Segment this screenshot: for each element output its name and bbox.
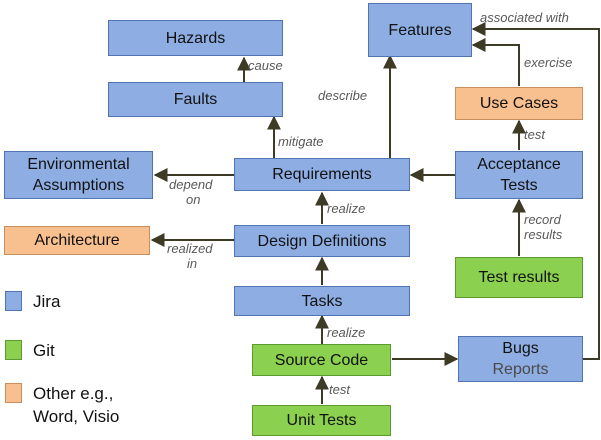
edge-label-depend-line1: depend <box>169 177 213 192</box>
legend-label-other-line1: Other e.g., <box>33 384 114 403</box>
edge-label-cause: cause <box>248 58 283 73</box>
edge-label-record-line2: results <box>524 227 563 242</box>
legend-label-jira: Jira <box>33 292 61 311</box>
node-acceptance-line1: Acceptance <box>477 156 561 173</box>
edge-label-realize-2: realize <box>327 325 366 340</box>
node-faults-label: Faults <box>173 91 218 108</box>
edge-label-associated-with: associated with <box>480 10 569 25</box>
node-bugs-line2: Reports <box>492 361 549 378</box>
node-tasks: Tasks <box>234 286 410 316</box>
node-design-definitions-label: Design Definitions <box>257 232 387 250</box>
edge-label-test-2: test <box>524 127 545 142</box>
node-unit-tests: Unit Tests <box>252 405 391 436</box>
edge-label-test-1: test <box>329 382 350 397</box>
node-use-cases: Use Cases <box>455 87 583 120</box>
node-acceptance-tests: Acceptance Tests <box>455 151 583 199</box>
edge-usecases-features <box>471 38 520 86</box>
edge-label-realize-1: realize <box>327 201 366 216</box>
node-unit-tests-label: Unit Tests <box>286 412 357 429</box>
edge-label-exercise: exercise <box>524 55 573 70</box>
node-faults: Faults <box>108 82 283 117</box>
node-bugs-reports: Bugs Reports <box>458 336 583 382</box>
node-test-results-label: Test results <box>478 269 560 286</box>
legend-swatch-git <box>5 340 22 360</box>
node-test-results: Test results <box>455 257 583 298</box>
node-source-code-label: Source Code <box>274 351 369 369</box>
edge-label-realized-line2: in <box>187 256 198 271</box>
node-source-code: Source Code <box>252 344 391 376</box>
legend-label-git: Git <box>33 341 55 360</box>
node-architecture-label: Architecture <box>34 232 120 249</box>
edge-label-record-line1: record <box>524 212 561 227</box>
legend-label-other-line2: Word, Visio <box>33 407 120 426</box>
node-design-definitions: Design Definitions <box>234 225 410 257</box>
node-use-cases-label: Use Cases <box>479 95 559 112</box>
edge-label-depend-line2: on <box>186 192 201 207</box>
node-requirements: Requirements <box>234 158 410 191</box>
edge-label-realized-line1: realized <box>167 241 213 256</box>
node-tasks-label: Tasks <box>301 292 343 310</box>
edge-label-describe: describe <box>318 88 368 103</box>
node-features: Features <box>368 3 472 57</box>
edge-bugs-features <box>471 22 600 360</box>
node-acceptance-line2: Tests <box>500 177 538 194</box>
node-environmental-line2: Assumptions <box>32 177 125 194</box>
node-bugs-line1: Bugs <box>502 340 539 357</box>
edge-label-mitigate: mitigate <box>278 134 324 149</box>
node-hazards: Hazards <box>108 20 283 56</box>
node-requirements-label: Requirements <box>272 166 372 183</box>
node-hazards-label: Hazards <box>165 29 226 47</box>
node-environmental-line1: Environmental <box>27 156 130 173</box>
node-features-label: Features <box>388 21 452 39</box>
node-architecture: Architecture <box>4 226 150 255</box>
legend-swatch-other <box>5 383 22 403</box>
legend-swatch-jira <box>5 291 22 311</box>
node-environmental-assumptions: Environmental Assumptions <box>4 151 153 199</box>
